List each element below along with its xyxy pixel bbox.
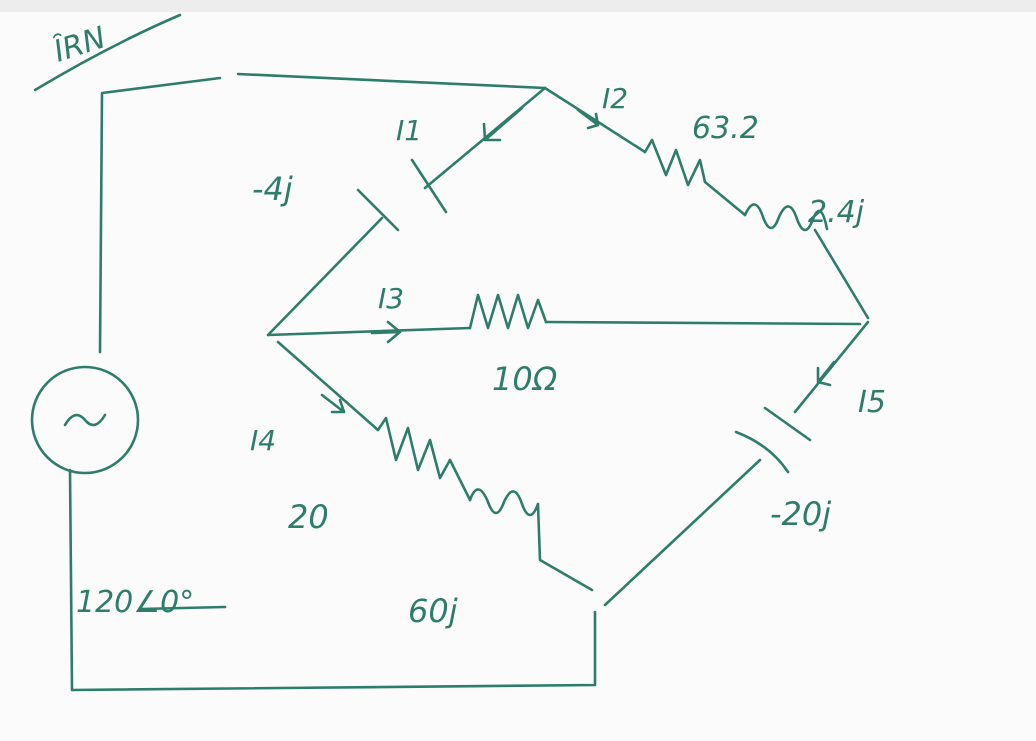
arrow-i2 xyxy=(576,108,600,130)
wire-branch4-mid xyxy=(448,458,472,502)
inductor-l2 xyxy=(743,203,829,232)
current-label-i2: I2 xyxy=(602,82,628,115)
arrow-i3 xyxy=(370,320,402,344)
resistor-r2 xyxy=(643,138,707,187)
wire-top-left xyxy=(98,76,222,354)
source-label: 120∠0° xyxy=(76,585,194,620)
wire-branch2-end xyxy=(813,228,870,320)
whiteboard xyxy=(0,12,1036,741)
current-label-i3: I3 xyxy=(378,282,404,315)
wire-left-bottom xyxy=(68,468,597,692)
wire-top xyxy=(236,72,547,90)
wire-branch2-mid xyxy=(703,180,747,217)
capacitor-c1-plate-a xyxy=(410,158,448,214)
corner-note: ȊRN xyxy=(49,19,110,69)
top-bar xyxy=(0,0,1036,12)
wire-c1-lower xyxy=(266,216,384,337)
source-label-underline xyxy=(138,605,227,611)
resistor-r4 xyxy=(376,416,452,480)
resistance-label-r3: 10Ω xyxy=(492,360,558,398)
wire-branch3-right xyxy=(544,320,862,326)
resistance-label-r2: 63.2 xyxy=(692,111,759,146)
wire-branch4-start xyxy=(276,340,380,432)
current-label-i4: I4 xyxy=(250,424,276,457)
inductance-label-l2: 2.4j xyxy=(808,195,865,230)
resistance-label-r4: 20 xyxy=(288,498,329,536)
wire-c5-lower xyxy=(603,458,762,607)
resistor-r3 xyxy=(468,293,548,330)
wire-branch3-left xyxy=(266,326,472,337)
arrow-i4 xyxy=(320,393,346,414)
current-label-i5: I5 xyxy=(858,385,886,420)
ac-source-symbol xyxy=(30,365,140,475)
capacitor-c1-plate-b xyxy=(356,188,400,232)
wire-branch2-start xyxy=(543,86,647,154)
current-label-i1: I1 xyxy=(396,114,422,147)
capacitor-c5-plate-a xyxy=(734,430,790,474)
arrow-i1 xyxy=(482,106,524,142)
inductor-l4 xyxy=(468,488,540,517)
inductance-label-l4: 60j xyxy=(408,592,458,630)
capacitor-c5-plate-b xyxy=(763,406,812,442)
wire-branch4-end xyxy=(536,503,594,592)
corner-arc xyxy=(33,13,182,92)
impedance-label-c1: -4j xyxy=(252,170,293,208)
arrow-i5 xyxy=(816,360,836,387)
impedance-label-c5: -20j xyxy=(770,495,831,533)
